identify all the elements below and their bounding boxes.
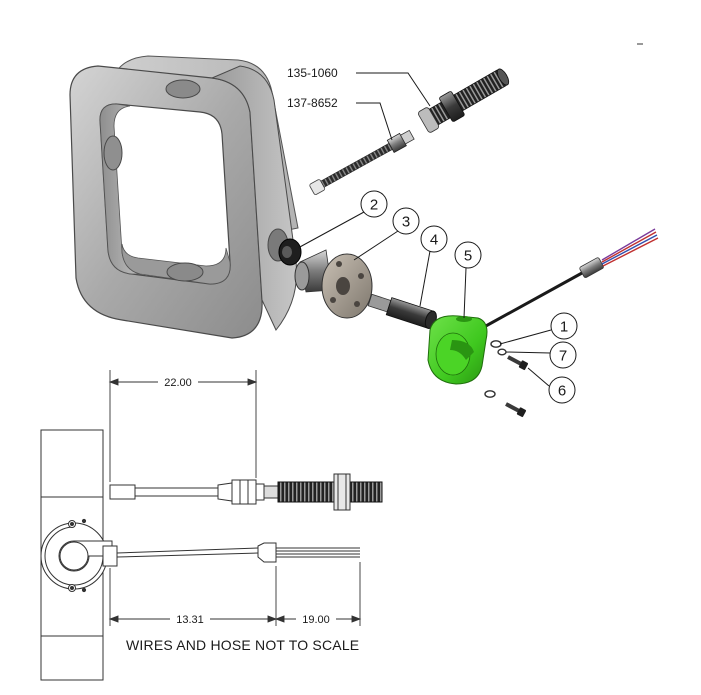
dimension-22-label-bg bbox=[158, 375, 198, 389]
callout-6-number: 6 bbox=[558, 383, 566, 400]
part-4-shaft bbox=[367, 293, 437, 329]
dimension-22-label: 22.00 bbox=[164, 377, 192, 389]
callout-5: 5 bbox=[454, 241, 482, 319]
side-view-sensor-head bbox=[40, 518, 118, 593]
callout-3: 3 bbox=[353, 207, 420, 261]
dimension-19-label-bg bbox=[296, 612, 336, 626]
sensor-wire-bundle bbox=[483, 228, 659, 329]
callout-7-number: 7 bbox=[559, 348, 567, 365]
part-label-leaders bbox=[356, 72, 431, 141]
part-1-washer bbox=[490, 340, 502, 348]
callout-2: 2 bbox=[297, 190, 388, 249]
cable-leader-line bbox=[356, 102, 393, 141]
part-2-nut bbox=[278, 238, 302, 266]
cable-part-number: 137-8652 bbox=[287, 96, 338, 110]
callout-3-number: 3 bbox=[402, 214, 410, 231]
callout-7: 7 bbox=[505, 341, 577, 369]
part-6-screw bbox=[507, 355, 529, 371]
bolt-leader-line bbox=[356, 72, 431, 107]
callout-4-number: 4 bbox=[430, 232, 438, 249]
spare-washer-and-screw bbox=[484, 390, 527, 418]
callout-1: 1 bbox=[499, 312, 578, 345]
side-view-drawing bbox=[40, 429, 383, 681]
dimension-13-31-label-bg bbox=[170, 612, 210, 626]
dimension-19-label: 19.00 bbox=[302, 614, 330, 626]
mounting-frame bbox=[69, 55, 299, 339]
dimension-13-31-label: 13.31 bbox=[176, 614, 204, 626]
callout-2-number: 2 bbox=[370, 197, 378, 214]
side-view-wire bbox=[116, 542, 360, 563]
cable-137-8652 bbox=[309, 129, 415, 195]
callout-1-number: 1 bbox=[560, 319, 568, 336]
callout-5-number: 5 bbox=[464, 248, 472, 265]
part-3-flanged-bushing bbox=[294, 249, 373, 319]
callout-6: 6 bbox=[527, 367, 576, 404]
scale-note: WIRES AND HOSE NOT TO SCALE bbox=[126, 637, 359, 653]
part-7-lock-washer bbox=[497, 348, 507, 356]
callout-4: 4 bbox=[419, 225, 448, 307]
bolt-part-number: 135-1060 bbox=[287, 66, 338, 80]
side-view-cable-bolt bbox=[109, 473, 383, 511]
part-5-sensor-housing bbox=[427, 315, 488, 385]
bolt-135-1060 bbox=[418, 68, 510, 133]
